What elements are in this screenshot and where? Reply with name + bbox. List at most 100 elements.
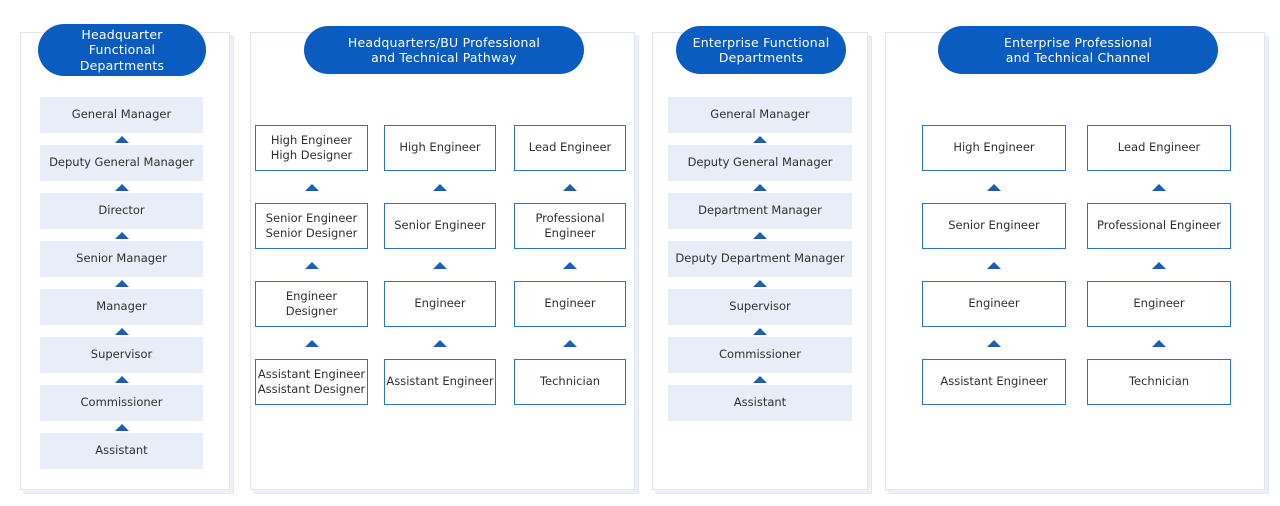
up-arrow-icon (384, 249, 496, 281)
up-arrow-triangle (753, 327, 767, 335)
job-level-box[interactable]: Senior Manager (40, 241, 203, 277)
job-level-box[interactable]: Engineer (384, 281, 496, 327)
up-arrow-triangle (114, 423, 129, 431)
up-arrow-icon (40, 181, 203, 193)
job-level-box[interactable]: Assistant (668, 385, 852, 421)
up-arrow-triangle (433, 183, 447, 191)
up-arrow-triangle (114, 183, 129, 191)
job-level-box[interactable]: Director (40, 193, 203, 229)
job-level-box[interactable]: Assistant Engineer (922, 359, 1066, 405)
job-level-box[interactable]: Supervisor (668, 289, 852, 325)
up-arrow-triangle (114, 375, 129, 383)
job-level-box[interactable]: High Engineer High Designer (255, 125, 368, 171)
up-arrow-triangle (114, 327, 129, 335)
up-arrow-icon (384, 327, 496, 359)
job-level-box[interactable]: General Manager (40, 97, 203, 133)
job-level-box[interactable]: Professional Engineer (514, 203, 626, 249)
job-level-box[interactable]: Deputy General Manager (668, 145, 852, 181)
up-arrow-icon (668, 133, 852, 145)
up-arrow-triangle (114, 135, 129, 143)
up-arrow-icon (255, 171, 368, 203)
up-arrow-icon (40, 373, 203, 385)
up-arrow-triangle (753, 183, 767, 191)
job-level-box[interactable]: Senior Engineer (384, 203, 496, 249)
up-arrow-triangle (753, 231, 767, 239)
job-level-box[interactable]: Deputy General Manager (40, 145, 203, 181)
panel-enterprise-professional-and-technical-channel (885, 32, 1265, 490)
job-level-box[interactable]: Senior Engineer (922, 203, 1066, 249)
up-arrow-icon (40, 325, 203, 337)
up-arrow-triangle (753, 135, 767, 143)
job-level-box[interactable]: Engineer (1087, 281, 1231, 327)
job-level-box[interactable]: High Engineer (922, 125, 1066, 171)
up-arrow-icon (668, 373, 852, 385)
up-arrow-icon (514, 249, 626, 281)
job-level-box[interactable]: Assistant Engineer Assistant Designer (255, 359, 368, 405)
up-arrow-triangle (563, 261, 577, 269)
job-level-box[interactable]: Supervisor (40, 337, 203, 373)
up-arrow-icon (40, 133, 203, 145)
job-level-box[interactable]: Engineer Designer (255, 281, 368, 327)
up-arrow-triangle (563, 339, 577, 347)
up-arrow-icon (514, 171, 626, 203)
job-level-box[interactable]: High Engineer (384, 125, 496, 171)
up-arrow-triangle (1152, 261, 1166, 269)
column-header-headquarter-functional-departments: Headquarter Functional Departments (38, 24, 206, 76)
up-arrow-icon (922, 171, 1066, 203)
job-level-box[interactable]: Technician (1087, 359, 1231, 405)
up-arrow-icon (40, 421, 203, 433)
job-level-box[interactable]: Senior Engineer Senior Designer (255, 203, 368, 249)
up-arrow-triangle (987, 183, 1001, 191)
up-arrow-icon (922, 249, 1066, 281)
up-arrow-triangle (304, 261, 319, 269)
up-arrow-icon (1087, 171, 1231, 203)
up-arrow-icon (668, 277, 852, 289)
up-arrow-icon (668, 325, 852, 337)
up-arrow-triangle (987, 339, 1001, 347)
up-arrow-triangle (114, 279, 129, 287)
up-arrow-triangle (114, 231, 129, 239)
up-arrow-icon (384, 171, 496, 203)
job-level-box[interactable]: Technician (514, 359, 626, 405)
column-header-headquarters-bu-professional-and-technical-pathway: Headquarters/BU Professional and Technic… (304, 26, 584, 74)
job-level-box[interactable]: Assistant Engineer (384, 359, 496, 405)
up-arrow-icon (922, 327, 1066, 359)
job-level-box[interactable]: Deputy Department Manager (668, 241, 852, 277)
up-arrow-triangle (433, 339, 447, 347)
up-arrow-icon (668, 229, 852, 241)
job-level-box[interactable]: Commissioner (40, 385, 203, 421)
job-level-box[interactable]: General Manager (668, 97, 852, 133)
up-arrow-icon (1087, 327, 1231, 359)
job-level-box[interactable]: Lead Engineer (1087, 125, 1231, 171)
up-arrow-icon (514, 327, 626, 359)
up-arrow-triangle (987, 261, 1001, 269)
job-level-box[interactable]: Professional Engineer (1087, 203, 1231, 249)
up-arrow-triangle (753, 375, 767, 383)
panel-headquarters-bu-professional-and-technical-pathway (250, 32, 635, 490)
job-level-box[interactable]: Manager (40, 289, 203, 325)
up-arrow-icon (1087, 249, 1231, 281)
up-arrow-icon (40, 229, 203, 241)
up-arrow-triangle (1152, 339, 1166, 347)
column-header-enterprise-functional-departments: Enterprise Functional Departments (676, 26, 846, 74)
job-level-box[interactable]: Commissioner (668, 337, 852, 373)
up-arrow-icon (668, 181, 852, 193)
job-level-box[interactable]: Engineer (922, 281, 1066, 327)
job-level-box[interactable]: Department Manager (668, 193, 852, 229)
up-arrow-triangle (433, 261, 447, 269)
job-level-box[interactable]: Engineer (514, 281, 626, 327)
up-arrow-triangle (304, 339, 319, 347)
job-level-box[interactable]: Lead Engineer (514, 125, 626, 171)
job-level-box[interactable]: Assistant (40, 433, 203, 469)
up-arrow-icon (255, 249, 368, 281)
up-arrow-triangle (304, 183, 319, 191)
column-header-enterprise-professional-and-technical-channel: Enterprise Professional and Technical Ch… (938, 26, 1218, 74)
up-arrow-triangle (1152, 183, 1166, 191)
